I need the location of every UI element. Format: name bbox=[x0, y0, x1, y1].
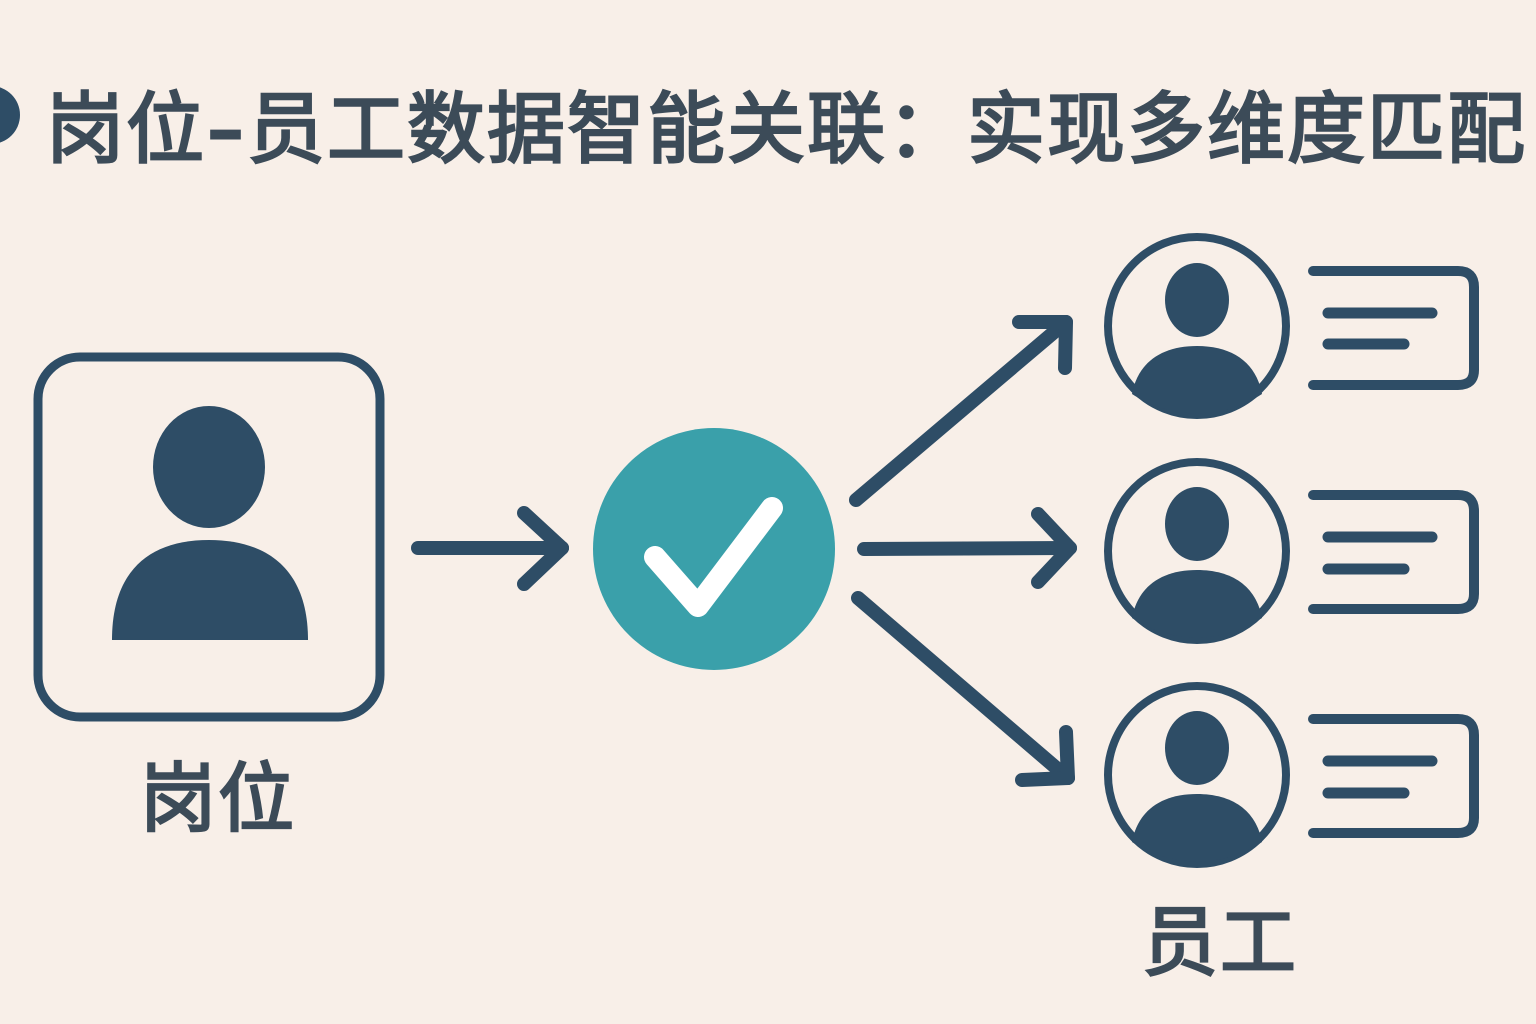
user-circle-icon bbox=[1104, 233, 1290, 419]
match-circle bbox=[593, 428, 835, 670]
employee-label: 员工 bbox=[1142, 898, 1298, 987]
arrow-to-match bbox=[411, 506, 569, 591]
employee-node-2 bbox=[1104, 458, 1479, 644]
match-node bbox=[593, 428, 835, 670]
checkmark-icon bbox=[644, 497, 783, 617]
arrow-to-employee-2 bbox=[857, 507, 1077, 589]
employee-node-1 bbox=[1104, 233, 1479, 419]
position-frame bbox=[33, 352, 385, 722]
employee-node-3 bbox=[1104, 682, 1479, 868]
arrow-to-employee-1 bbox=[849, 315, 1073, 507]
position-node bbox=[33, 352, 385, 722]
user-circle-icon bbox=[1104, 682, 1290, 868]
user-circle-icon bbox=[1104, 458, 1290, 644]
arrow-to-employee-3 bbox=[851, 591, 1075, 787]
id-card-icon bbox=[1308, 714, 1479, 838]
id-card-icon bbox=[1308, 266, 1479, 390]
position-label: 岗位 bbox=[140, 754, 296, 843]
user-icon bbox=[112, 406, 308, 640]
page-title: 岗位–员工数据智能关联：实现多维度匹配 bbox=[46, 85, 1528, 175]
id-card-icon bbox=[1308, 490, 1479, 614]
title-bullet bbox=[0, 86, 20, 144]
